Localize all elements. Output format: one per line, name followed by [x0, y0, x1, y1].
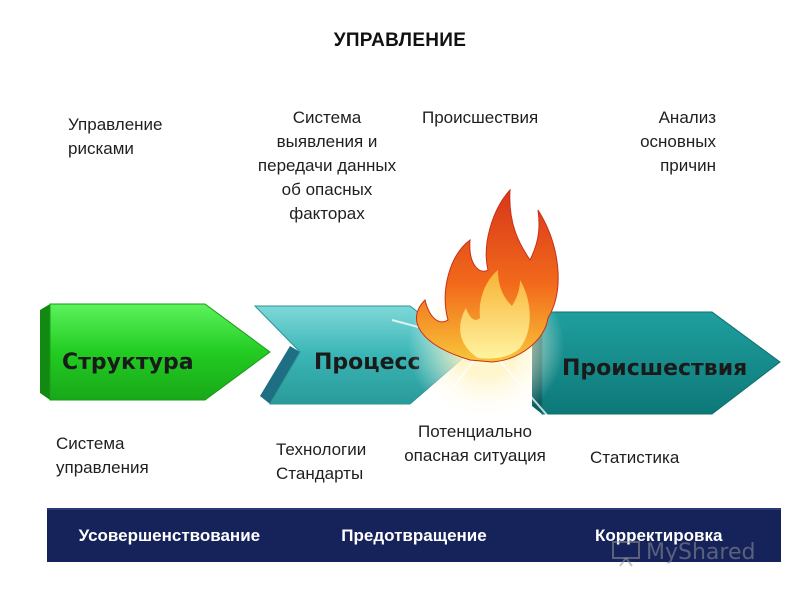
- label-statistics: Статистика: [590, 448, 680, 467]
- label-risk-management: Управление рисками: [68, 115, 163, 158]
- bar-improvement: Усовершенствование: [78, 526, 261, 545]
- bottom-bar: Усовершенствование Предотвращение Коррек…: [47, 508, 781, 562]
- flame-icon: [389, 188, 581, 431]
- watermark: MyShared: [610, 538, 780, 568]
- arrow-incidents-label: Происшествия: [562, 356, 747, 381]
- label-technologies: Технологии Стандарты: [276, 440, 367, 483]
- arrow-incidents: Происшествия: [532, 311, 781, 415]
- bar-correction: Корректировка: [594, 526, 723, 545]
- bar-prevention: Предотвращение: [341, 526, 487, 545]
- watermark-text: MyShared: [646, 540, 756, 565]
- presentation-icon: [612, 541, 640, 567]
- arrow-process-label: Процесс: [314, 350, 421, 375]
- label-incidents-top: Происшествия: [422, 108, 539, 127]
- arrow-structure-label: Структура: [62, 350, 194, 375]
- label-root-cause: Анализ основных причин: [640, 108, 716, 175]
- label-hazard-system: Система выявления и передачи данных об о…: [257, 108, 397, 223]
- arrow-structure: Структура: [40, 303, 271, 401]
- label-management-system: Система управления: [56, 434, 149, 477]
- page-title: УПРАВЛЕНИЕ: [333, 30, 467, 51]
- label-potential-hazard: Потенциально опасная ситуация: [404, 422, 546, 465]
